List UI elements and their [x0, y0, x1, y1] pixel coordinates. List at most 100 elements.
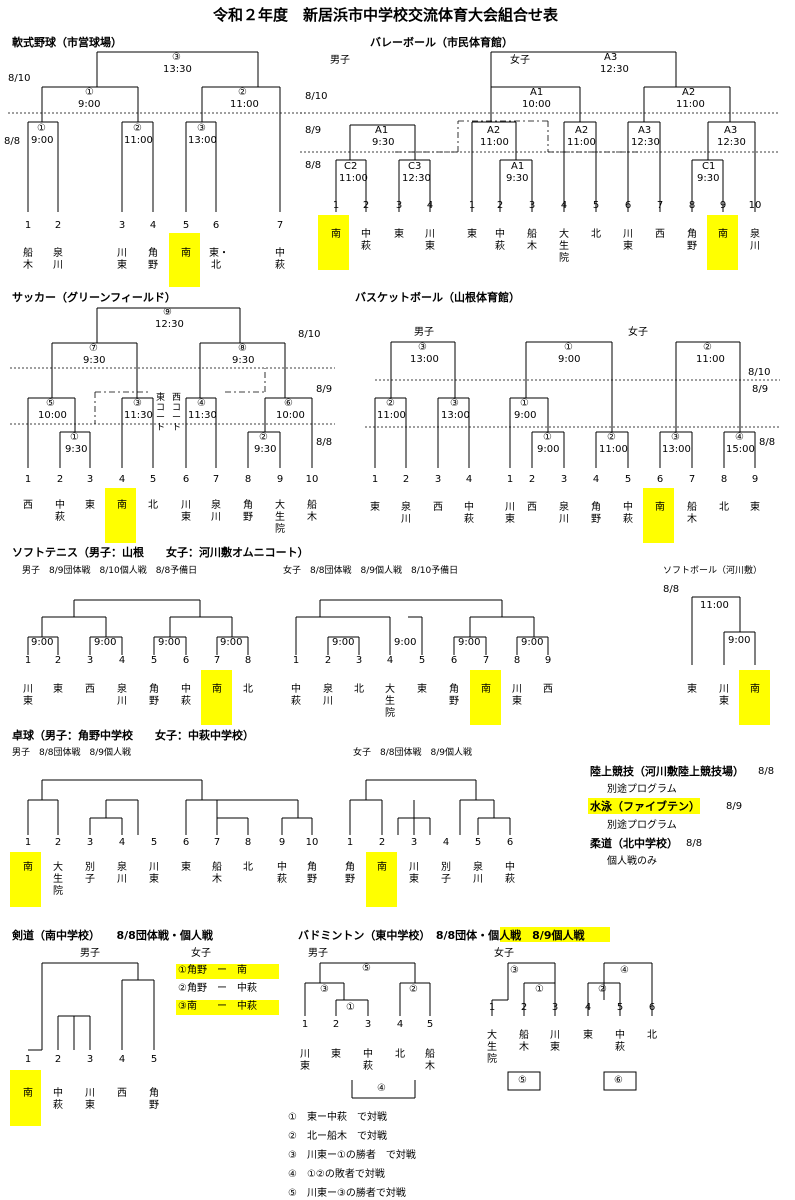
kendo-girls-match-2: ②角野 ー 中萩: [178, 983, 257, 994]
softtennis-heading: ソフトテニス（男子：山根 女子：河川敷オムニコート）: [12, 546, 309, 559]
basket-girls-team-7: 船木: [687, 502, 697, 525]
softtennis-girls-num-5: 5: [418, 655, 426, 666]
soccer-heading: サッカー（グリーンフィールド）: [12, 291, 176, 304]
softtennis-time-b1: 9:00: [30, 637, 55, 648]
volley-boys-team-4: 川東: [425, 229, 435, 252]
swim-date: 8/9: [726, 801, 743, 812]
badminton-girls-team-6: 北: [647, 1030, 657, 1041]
volley-m4: A3: [638, 125, 652, 136]
volley-girls-num-6: 6: [624, 200, 632, 211]
highlight-swim: [588, 798, 700, 814]
tt-boys-num-2: 2: [54, 837, 62, 848]
tt-boys-team-1: 南: [23, 862, 33, 873]
basket-girls-team-1: 川東: [505, 502, 515, 525]
tt-boys-num-1: 1: [24, 837, 32, 848]
baseball-team-5: 南: [181, 248, 191, 259]
soccer-date-89: 8/9: [316, 384, 333, 395]
softtennis-time-g2: 9:00: [393, 637, 418, 648]
softtennis-time-g4: 9:00: [520, 637, 545, 648]
tt-boys-team-9: 中萩: [277, 862, 287, 885]
soccer-team-7: 泉川: [211, 500, 221, 523]
basket-girls-num-2: 2: [528, 474, 536, 485]
softtennis-boys-num-5: 5: [150, 655, 158, 666]
soccer-num-5: 5: [149, 474, 157, 485]
basket-g4-time: 15:00: [726, 444, 755, 455]
softtennis-girls-num-4: 4: [386, 655, 394, 666]
baseball-m6: ③: [197, 123, 206, 134]
kendo-heading: 剣道（南中学校） 8/8団体戦・個人戦: [12, 929, 213, 942]
badminton-b4: ④: [377, 1083, 386, 1094]
soccer-m2-time: 9:30: [254, 444, 277, 455]
badminton-girls-team-5: 中萩: [615, 1030, 625, 1053]
soccer-m7-time: 9:30: [83, 355, 106, 366]
volley-m2-time: 11:00: [480, 137, 509, 148]
basket-b3b-time: 13:00: [441, 410, 470, 421]
volley-boys-num-1: 1: [332, 200, 340, 211]
kendo-team-2: 中萩: [53, 1088, 63, 1111]
basket-g2b: ②: [607, 432, 616, 443]
kendo-team-4: 西: [117, 1088, 127, 1099]
volley-date-89: 8/9: [305, 125, 322, 136]
soccer-m3-time: 11:30: [124, 410, 153, 421]
soccer-m4-time: 11:30: [188, 410, 217, 421]
tt-girls-team-3: 川東: [409, 862, 419, 885]
badminton-boys-team-4: 北: [395, 1049, 405, 1060]
badminton-girls-team-3: 川東: [550, 1030, 560, 1053]
basket-girls-num-3: 3: [560, 474, 568, 485]
baseball-num-6: 6: [212, 220, 220, 231]
soccer-num-4: 4: [118, 474, 126, 485]
basket-g2: ②: [703, 342, 712, 353]
badminton-note-2: ② 北ー船木 で対戦: [288, 1131, 387, 1142]
kendo-team-3: 川東: [85, 1088, 95, 1111]
badminton-b5: ⑤: [362, 963, 371, 974]
badminton-g3: ③: [510, 965, 519, 976]
softtennis-time-g1: 9:00: [331, 637, 356, 648]
softtennis-boys-num-4: 4: [118, 655, 126, 666]
badminton-boys-team-3: 中萩: [363, 1049, 373, 1072]
tt-girls-team-5: 泉川: [473, 862, 483, 885]
volley-a1: A1: [530, 87, 544, 98]
baseball-m1: ③: [172, 52, 181, 63]
baseball-team-2: 泉川: [53, 248, 63, 271]
basket-boys-team-4: 中萩: [464, 502, 474, 525]
badminton-boys-team-1: 川東: [300, 1049, 310, 1072]
badminton-girls-team-4: 東: [583, 1030, 593, 1041]
soccer-m3: ③: [133, 398, 142, 409]
highlight-tt-girls-minami: [366, 852, 397, 907]
softball-t2: 9:00: [728, 635, 751, 646]
basket-girls-team-2: 西: [527, 502, 537, 513]
tt-boys-team-6: 東: [181, 862, 191, 873]
softtennis-girls-num-9: 9: [544, 655, 552, 666]
basket-girls-team-9: 東: [750, 502, 760, 513]
baseball-m3: ②: [238, 87, 247, 98]
softtennis-girls-sched: 女子 8/8団体戦 8/9個人戦 8/10予備日: [283, 566, 459, 576]
tt-girls-team-1: 角野: [345, 862, 355, 885]
basket-boys-team-1: 東: [370, 502, 380, 513]
tt-boys-num-6: 6: [182, 837, 190, 848]
volley-a2: A2: [682, 87, 696, 98]
volley-girls-team-5: 北: [591, 229, 601, 240]
basket-b3: ③: [418, 342, 427, 353]
badminton-b2: ②: [409, 984, 418, 995]
softtennis-boys-num-7: 7: [213, 655, 221, 666]
tt-boys-num-4: 4: [118, 837, 126, 848]
basket-g2-time: 11:00: [696, 354, 725, 365]
kendo-girls-label: 女子: [191, 948, 211, 959]
basket-boys-num-2: 2: [402, 474, 410, 485]
badminton-boys-num-2: 2: [332, 1019, 340, 1030]
volley-c1-time: 9:30: [697, 173, 720, 184]
soccer-team-10: 船木: [307, 500, 317, 523]
volley-girls-num-5: 5: [592, 200, 600, 211]
soccer-num-2: 2: [56, 474, 64, 485]
basket-b2: ②: [386, 398, 395, 409]
baseball-team-1: 船木: [23, 248, 33, 271]
volley-top-label: A3: [604, 52, 618, 63]
highlight-volley-girls-minami: [707, 215, 738, 270]
volley-m1: A1: [375, 125, 389, 136]
badminton-girls-num-1: 1: [488, 1002, 496, 1013]
volley-boys-team-3: 東: [394, 229, 404, 240]
badminton-girls-num-2: 2: [520, 1002, 528, 1013]
judo-date: 8/8: [686, 838, 703, 849]
softtennis-girls-team-5: 東: [417, 684, 427, 695]
highlight-softtennis-boys-minami: [201, 670, 232, 725]
